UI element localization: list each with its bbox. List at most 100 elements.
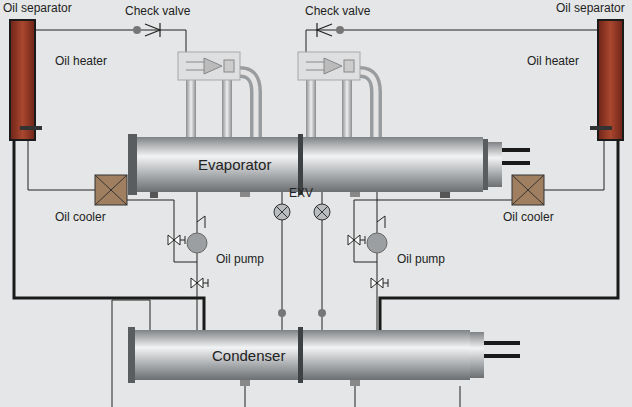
water-head: [488, 142, 502, 187]
shell-leg: [440, 192, 450, 198]
cooler-cross: [512, 175, 544, 205]
condenser-shell: [128, 327, 520, 386]
compressor-body: [178, 52, 240, 80]
valve-handle: [360, 236, 365, 244]
check-valve: [133, 23, 344, 37]
sight-dot: [278, 309, 286, 317]
check-symbol: [197, 216, 205, 228]
motor-symbol: [344, 60, 354, 72]
pump-symbol: [367, 233, 387, 253]
oil-line: [197, 253, 198, 330]
check-line: [165, 30, 186, 52]
screw-symbol: [306, 58, 342, 74]
check-line: [336, 30, 598, 31]
end-flange: [128, 134, 137, 195]
sight-dot: [318, 309, 326, 317]
shell-port: [350, 380, 360, 386]
valve-symbol: [348, 235, 360, 245]
part-label: Oil cooler: [55, 210, 106, 224]
suction-pipe: [222, 80, 232, 137]
water-pipe: [484, 343, 520, 356]
check-symbol: [377, 216, 385, 228]
exv-cross: [316, 206, 328, 218]
vessel-label: Condenser: [212, 347, 285, 364]
shell-leg: [150, 192, 158, 198]
part-label: Oil heater: [527, 54, 579, 68]
suction-pipe: [186, 80, 196, 137]
heater-rod: [590, 126, 612, 130]
exv-symbol: [314, 204, 330, 220]
check-line: [35, 30, 137, 31]
valve-symbol: [371, 278, 383, 288]
valve-handle: [180, 236, 185, 244]
shell-port: [240, 380, 250, 386]
thin-lines: [28, 30, 604, 407]
drop-line: [460, 386, 461, 407]
shell-port: [240, 192, 250, 197]
oil-line: [543, 140, 604, 190]
part-label: Check valve: [125, 4, 190, 18]
shell-port: [350, 192, 360, 197]
suction-pipe: [342, 80, 352, 137]
part-label: Oil pump: [216, 252, 264, 266]
part-label: Oil separator: [556, 1, 625, 15]
drop-line: [355, 386, 356, 407]
discharge-pipe: [240, 72, 256, 137]
valve-dot: [336, 26, 344, 34]
exv-symbol: [274, 204, 290, 220]
motor-symbol: [224, 60, 234, 72]
drop-line: [112, 300, 150, 330]
exv-cross: [276, 206, 288, 218]
oil-line: [197, 192, 198, 233]
vessel-node: Evaporator: [137, 137, 483, 192]
heater-rod: [20, 126, 42, 130]
discharge-pipe: [360, 72, 376, 137]
suction-pipe: [306, 80, 316, 137]
water-pipe: [502, 150, 530, 163]
compressor-body: [298, 52, 360, 80]
end-flange: [128, 327, 135, 383]
discharge-pipe: [360, 72, 376, 137]
oil-separator: [10, 20, 623, 140]
oil-line: [377, 192, 378, 233]
cooler-box: [512, 175, 544, 205]
cooler-box: [95, 175, 127, 205]
water-head: [470, 332, 484, 378]
drop-line: [245, 386, 246, 407]
shell-body: [137, 137, 483, 192]
vessel-label: Evaporator: [198, 156, 271, 173]
screw-symbol: [186, 58, 222, 74]
oil-line: [377, 253, 378, 330]
pump-symbol: [187, 233, 207, 253]
part-label: Oil separator: [3, 1, 72, 15]
valve-dot: [133, 26, 141, 34]
oil-pump: [187, 233, 387, 253]
part-label: Oil heater: [55, 54, 107, 68]
oil-line: [127, 200, 197, 262]
vessel-node: Condenser: [135, 330, 470, 380]
expansion-valve: [274, 204, 330, 317]
part-label: EXV: [289, 186, 313, 200]
part-label: Oil pump: [397, 252, 445, 266]
valve-handle: [203, 279, 208, 287]
valve-symbol: [168, 235, 180, 245]
drop-line: [112, 300, 113, 407]
divider-flange: [298, 327, 303, 383]
oil-line: [28, 140, 95, 190]
part-label: Oil cooler: [503, 210, 554, 224]
separator-vessel: [10, 20, 35, 140]
divider-flange: [298, 134, 303, 195]
end-flange: [483, 139, 488, 190]
discharge-pipe: [240, 72, 256, 137]
evaporator-shell: [128, 134, 530, 198]
check-line: [141, 30, 165, 31]
check-line: [306, 30, 312, 52]
cooler-cross: [95, 175, 127, 205]
valve-handle: [383, 279, 388, 287]
compressor: [178, 52, 376, 137]
part-label: Check valve: [305, 4, 370, 18]
separator-vessel: [598, 20, 623, 140]
check-line: [312, 30, 336, 31]
